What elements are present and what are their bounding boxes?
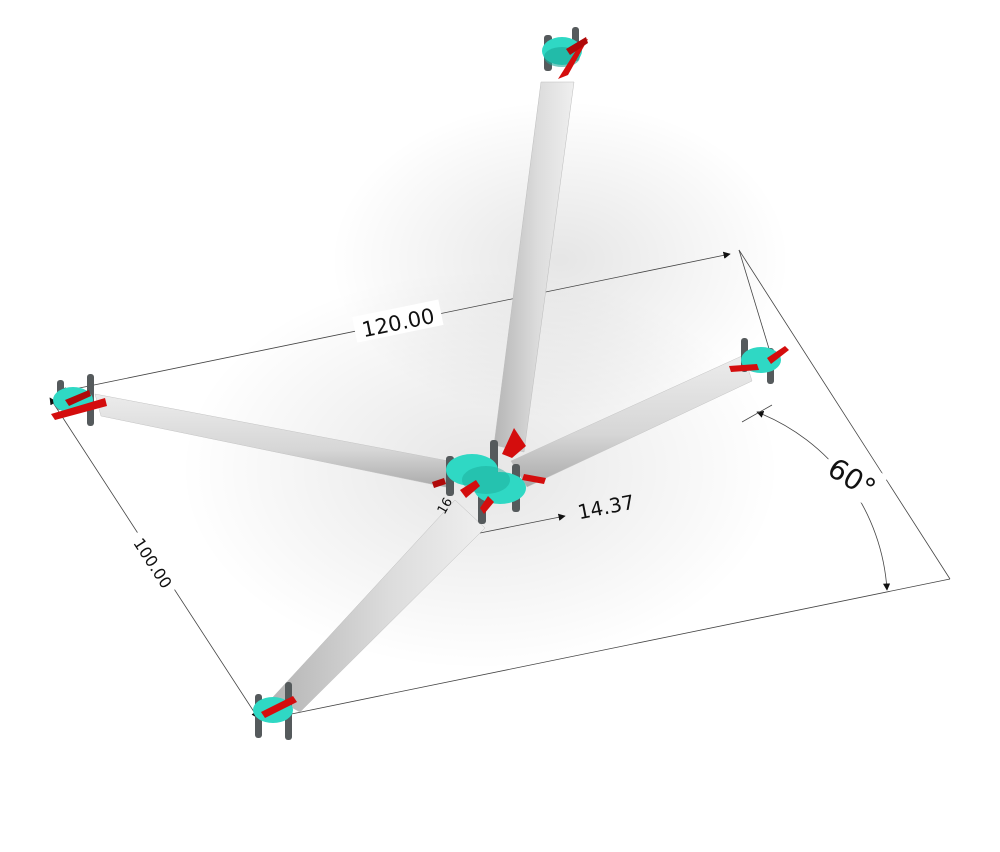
dimension-label-hidden: 16 (435, 495, 456, 517)
end-connector-top (542, 27, 588, 79)
end-connector-bottom (253, 682, 297, 740)
arm-bottom (272, 499, 486, 713)
end-connector-left (51, 374, 107, 426)
arms (94, 81, 753, 713)
arm-top (493, 81, 575, 453)
center-hub-connector (432, 428, 546, 524)
arm-right (510, 354, 753, 488)
end-connector-right (729, 338, 789, 384)
